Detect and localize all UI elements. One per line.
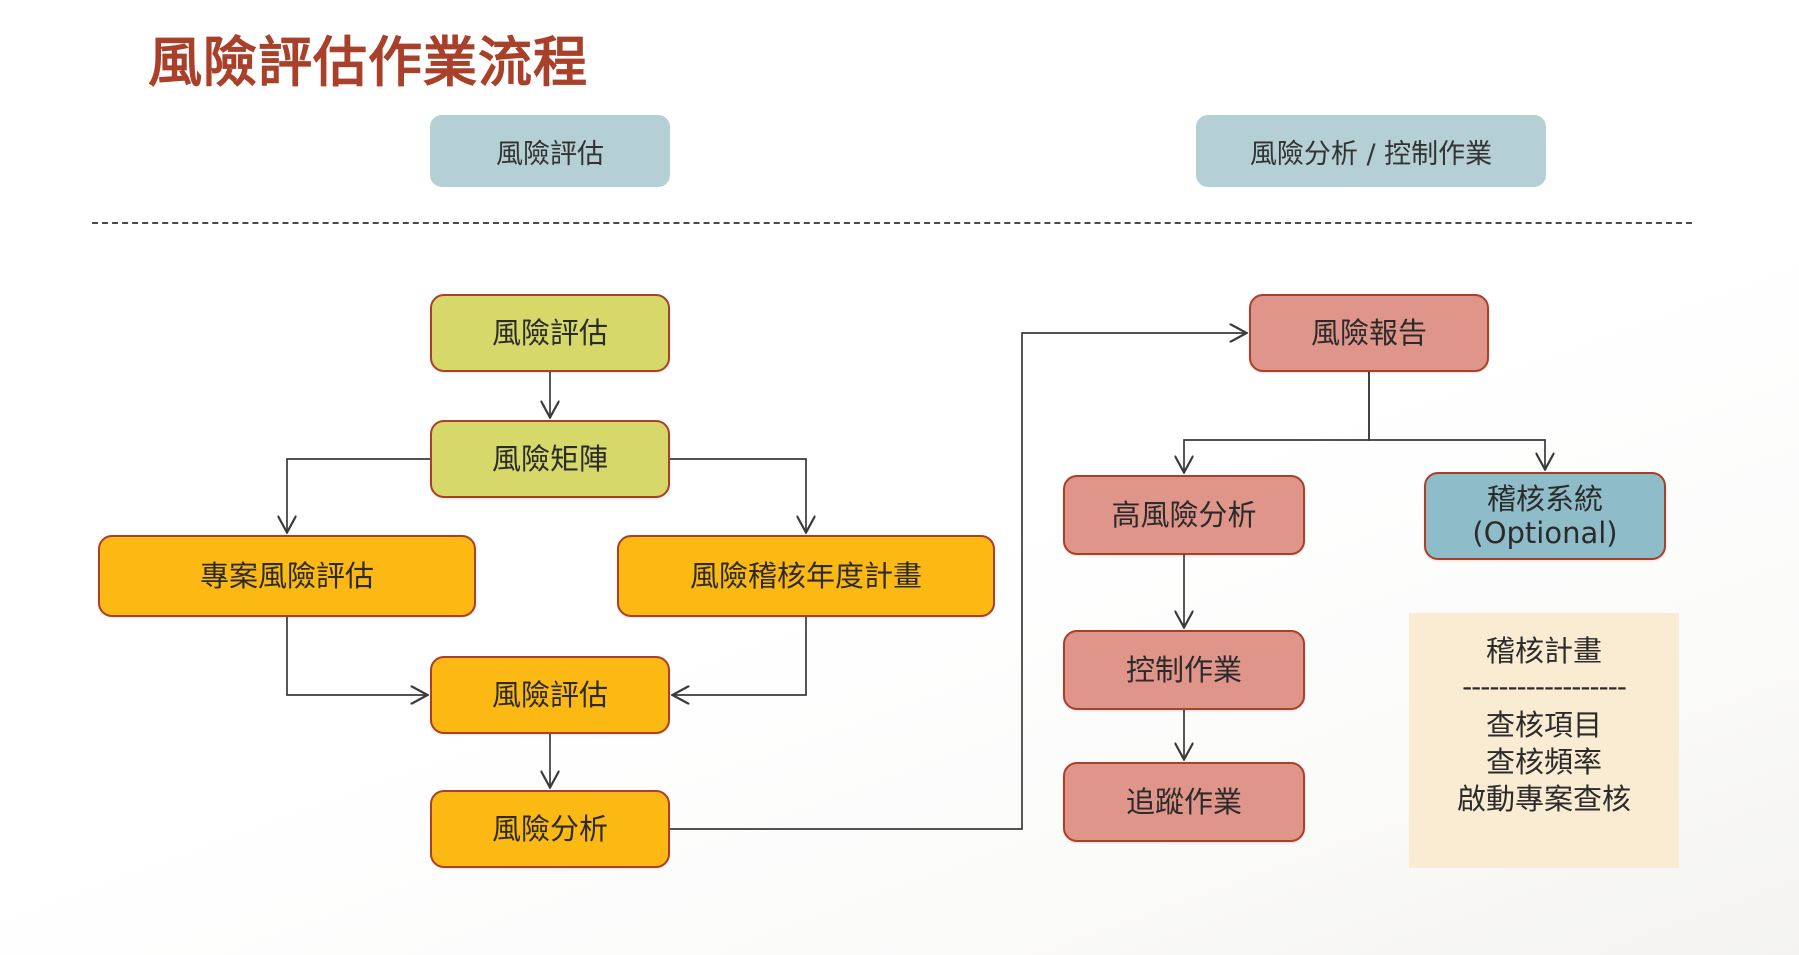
edge-matrix-to-auditplan xyxy=(670,458,806,531)
node-followup-work[interactable]: 追蹤作業 xyxy=(1063,762,1305,842)
node-risk-matrix[interactable]: 風險矩陣 xyxy=(430,420,670,498)
lane-chip-analysis-control: 風險分析 / 控制作業 xyxy=(1196,115,1546,187)
node-high-risk-analysis[interactable]: 高風險分析 xyxy=(1063,475,1305,555)
node-risk-analysis-label: 風險分析 xyxy=(491,811,608,846)
node-risk-report[interactable]: 風險報告 xyxy=(1249,294,1489,372)
node-risk-analysis[interactable]: 風險分析 xyxy=(430,790,670,868)
note-audit-plan-item-1: 查核頻率 xyxy=(1485,745,1602,780)
lane-chip-analysis-control-label: 風險分析 / 控制作業 xyxy=(1249,138,1493,170)
note-audit-plan-item-0: 查核項目 xyxy=(1485,707,1602,742)
node-project-risk-assessment[interactable]: 專案風險評估 xyxy=(98,535,476,617)
node-risk-report-label: 風險報告 xyxy=(1310,315,1427,350)
edge-report-to-highrisk xyxy=(1184,372,1370,471)
node-project-risk-assessment-label: 專案風險評估 xyxy=(199,558,374,593)
node-audit-system-label: 稽核系統 xyxy=(1486,481,1603,516)
node-annual-audit-plan[interactable]: 風險稽核年度計畫 xyxy=(617,535,995,617)
edge-matrix-to-project xyxy=(287,458,430,531)
node-control-work[interactable]: 控制作業 xyxy=(1063,630,1305,710)
node-assess-mid-label: 風險評估 xyxy=(491,677,608,712)
node-high-risk-analysis-label: 高風險分析 xyxy=(1111,497,1257,532)
lane-chip-assessment-label: 風險評估 xyxy=(496,138,604,170)
note-audit-plan-separator: ------------------ xyxy=(1462,670,1627,704)
node-audit-system[interactable]: 稽核系統 (Optional) xyxy=(1424,472,1666,560)
edge-report-to-auditsystem xyxy=(1368,372,1545,468)
node-assess-top-label: 風險評估 xyxy=(491,315,608,350)
note-audit-plan: 稽核計畫 ------------------ 查核項目 查核頻率 啟動專案查核 xyxy=(1409,613,1679,868)
node-audit-system-optional-label: (Optional) xyxy=(1472,516,1618,550)
edge-project-to-assessmid xyxy=(286,617,426,695)
note-audit-plan-heading: 稽核計畫 xyxy=(1485,634,1602,668)
lane-divider xyxy=(92,222,1692,224)
node-assess-mid[interactable]: 風險評估 xyxy=(430,656,670,734)
node-control-work-label: 控制作業 xyxy=(1125,652,1242,687)
edge-auditplan-to-assessmid xyxy=(674,617,807,695)
node-annual-audit-plan-label: 風險稽核年度計畫 xyxy=(689,558,922,593)
node-risk-matrix-label: 風險矩陣 xyxy=(491,441,608,476)
node-assess-top[interactable]: 風險評估 xyxy=(430,294,670,372)
note-audit-plan-item-2: 啟動專案查核 xyxy=(1456,782,1631,817)
page-title: 風險評估作業流程 xyxy=(148,31,588,94)
lane-chip-assessment: 風險評估 xyxy=(430,115,670,187)
node-followup-work-label: 追蹤作業 xyxy=(1125,784,1242,819)
